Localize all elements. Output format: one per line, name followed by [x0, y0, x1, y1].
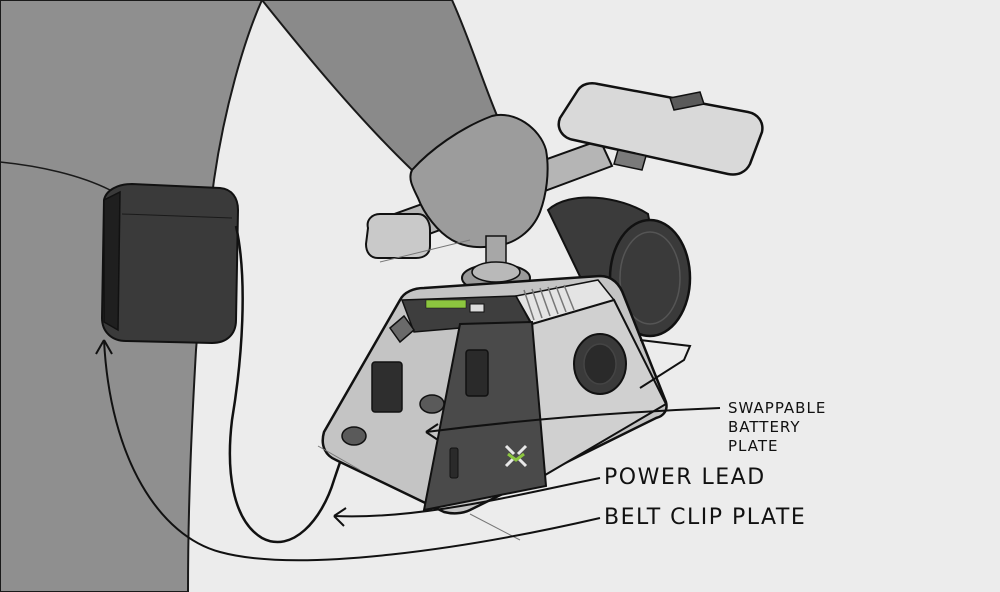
brand-logo-icon — [504, 444, 528, 468]
side-knob — [573, 333, 627, 395]
battery-plate-label-line-3: PLATE — [728, 437, 779, 455]
person-leg-line — [0, 161, 111, 191]
power-lead-cable — [228, 225, 354, 544]
battery-plate-label-line-2: BATTERY — [728, 418, 801, 436]
rear-stand — [639, 339, 692, 389]
battery-plate-label-line-1: SWAPPABLE — [728, 399, 827, 417]
callout-leaders — [95, 339, 721, 562]
phone-holder — [557, 82, 764, 176]
belt-clip-plate-callout: BELT CLIP PLATE — [604, 505, 807, 530]
belt-clip-battery — [100, 182, 240, 345]
device-controls — [341, 299, 489, 479]
power-lead-callout: POWER LEAD — [604, 465, 766, 490]
battery-plate-callout: SWAPPABLE BATTERY PLATE — [728, 399, 826, 456]
hand — [409, 113, 549, 249]
rear-roller — [546, 196, 692, 338]
